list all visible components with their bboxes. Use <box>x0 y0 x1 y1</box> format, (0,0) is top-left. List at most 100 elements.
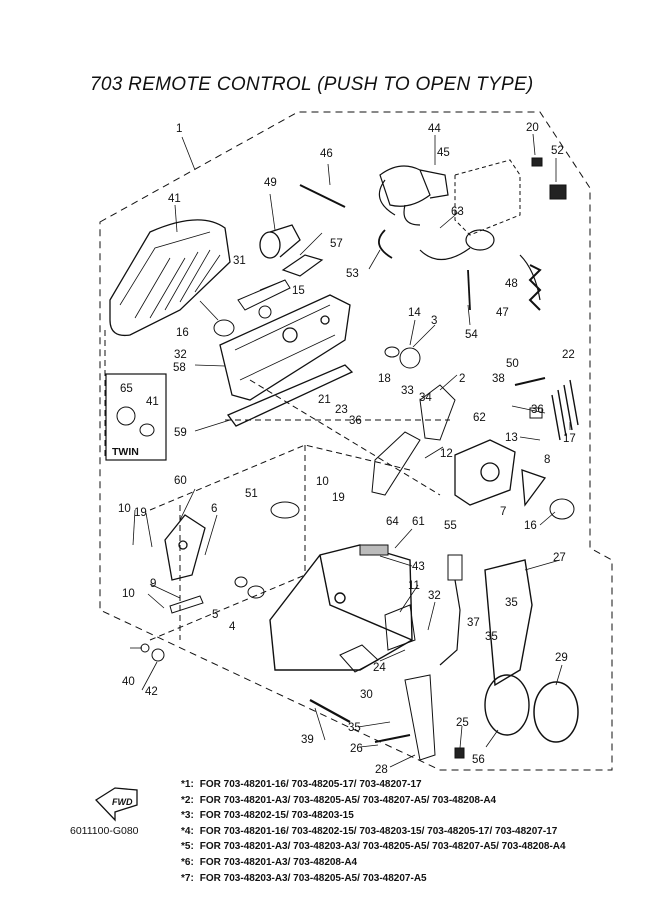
part-51-cap <box>270 501 300 519</box>
callout-53: 53 <box>346 268 359 280</box>
callout-41: 41 <box>168 193 181 205</box>
callout-38: 38 <box>492 373 505 385</box>
callout-23: 23 <box>335 404 348 416</box>
part-42-washer <box>151 648 165 662</box>
note-text: FOR 703-48201-A3/ 703-48203-A3/ 703-4820… <box>199 841 566 853</box>
callout-13: 13 <box>505 432 518 444</box>
part-31-bracket <box>237 279 291 311</box>
part-48-spring <box>528 264 542 311</box>
callout-40: 40 <box>122 676 135 688</box>
assembly-boundary-dashed <box>99 111 613 771</box>
note-mark: *6: <box>181 856 194 868</box>
callout-63: 63 <box>451 206 464 218</box>
callout-44: 44 <box>428 123 441 135</box>
callout-10a: 10 <box>316 476 329 488</box>
note-mark: *3: <box>181 810 194 822</box>
part-41-collar <box>139 423 155 437</box>
callout-15: 15 <box>292 285 305 297</box>
callout-28: 28 <box>375 764 388 776</box>
callout-24: 24 <box>373 662 386 674</box>
callout-49: 49 <box>264 177 277 189</box>
part-36-block <box>529 407 543 419</box>
part-26-pin <box>374 734 411 743</box>
note-row: *5:FOR 703-48201-A3/ 703-48203-A3/ 703-4… <box>181 839 572 855</box>
callout-1: 1 <box>176 123 182 135</box>
note-text: FOR 703-48203-A3/ 703-48205-A5/ 703-4820… <box>199 872 427 884</box>
callout-32: 32 <box>174 349 187 361</box>
callout-21: 21 <box>318 394 331 406</box>
callout-27: 27 <box>553 552 566 564</box>
part-2-lever-plate <box>419 384 456 441</box>
callout-12: 12 <box>440 448 453 460</box>
callout-32b: 32 <box>428 590 441 602</box>
part-54-screw <box>467 269 471 311</box>
callout-35b: 35 <box>348 722 361 734</box>
part-53-clip <box>378 229 393 259</box>
callout-19a: 19 <box>332 492 345 504</box>
callout-4: 4 <box>229 621 236 633</box>
callout-36: 36 <box>349 415 362 427</box>
note-text: FOR 703-48201-A3/ 703-48205-A5/ 703-4820… <box>199 794 497 806</box>
callout-22: 22 <box>562 349 575 361</box>
part-14-washer <box>384 346 400 358</box>
callout-45: 45 <box>437 147 450 159</box>
callout-57: 57 <box>330 238 343 250</box>
callout-18: 18 <box>378 373 391 385</box>
callout-39: 39 <box>301 734 314 746</box>
twin-label: TWIN <box>112 446 139 458</box>
part-62-hub <box>454 439 516 506</box>
part-4-washer <box>247 585 265 599</box>
part-40-nut <box>140 643 150 653</box>
part-59-bar <box>226 364 354 427</box>
note-row: *6: FOR 703-48201-A3/ 703-48208-A4 <box>181 855 572 871</box>
callout-3: 3 <box>431 315 437 327</box>
note-mark: *2: <box>181 794 194 806</box>
note-text: FOR 703-48201-A3/ 703-48208-A4 <box>199 856 358 868</box>
note-text: FOR 703-48201-16/ 703-48202-15/ 703-4820… <box>199 825 558 837</box>
part-28-stem <box>404 674 436 761</box>
callout-16: 16 <box>176 327 189 339</box>
callout-31: 31 <box>233 255 246 267</box>
part-61-housing <box>269 544 413 671</box>
callout-5: 5 <box>212 609 218 621</box>
part-25-cap <box>454 747 465 759</box>
note-mark: *1: <box>181 779 194 790</box>
part-43-block <box>359 544 389 556</box>
part-3-gear <box>399 347 421 369</box>
part-11-arm <box>384 604 416 651</box>
callout-42: 42 <box>145 686 158 698</box>
part-16-seal <box>213 319 235 337</box>
callout-51: 51 <box>245 488 258 500</box>
part-39-rod <box>309 699 351 723</box>
part-58-side-plate <box>219 294 351 401</box>
note-row: *1:FOR 703-48201-16/ 703-48205-17/ 703-4… <box>181 777 572 793</box>
part-55-wire <box>439 579 461 666</box>
callout-17: 17 <box>563 433 576 445</box>
part-7-cam <box>521 469 547 507</box>
fwd-label: FWD <box>112 797 133 807</box>
callout-60: 60 <box>174 475 187 487</box>
callout-34: 34 <box>419 392 432 404</box>
callout-62: 62 <box>473 412 486 424</box>
callout-35a: 35 <box>485 631 498 643</box>
part-63-housing <box>454 159 521 236</box>
callout-64: 64 <box>386 516 399 528</box>
leader-lines <box>130 133 571 768</box>
callout-43: 43 <box>412 561 425 573</box>
note-row: *2: FOR 703-48201-A3/ 703-48205-A5/ 703-4… <box>181 793 572 809</box>
part-9-pin <box>169 595 204 614</box>
part-55-switch <box>447 554 463 581</box>
twin-inset-box <box>105 373 167 461</box>
part-16-seal-lower <box>549 498 575 520</box>
callout-19b: 19 <box>134 507 147 519</box>
callout-37: 37 <box>467 617 480 629</box>
callout-2: 2 <box>459 373 465 385</box>
callout-46: 46 <box>320 148 333 160</box>
fwd-arrow-badge: FWD <box>94 787 138 822</box>
note-text: FOR 703-48202-15/ 703-48203-15 <box>199 810 354 822</box>
callout-41-twin: 41 <box>146 396 159 408</box>
note-row: *7:FOR 703-48203-A3/ 703-48205-A5/ 703-4… <box>181 871 572 887</box>
part-46-rod <box>299 184 346 208</box>
part-47-switch <box>419 229 541 301</box>
